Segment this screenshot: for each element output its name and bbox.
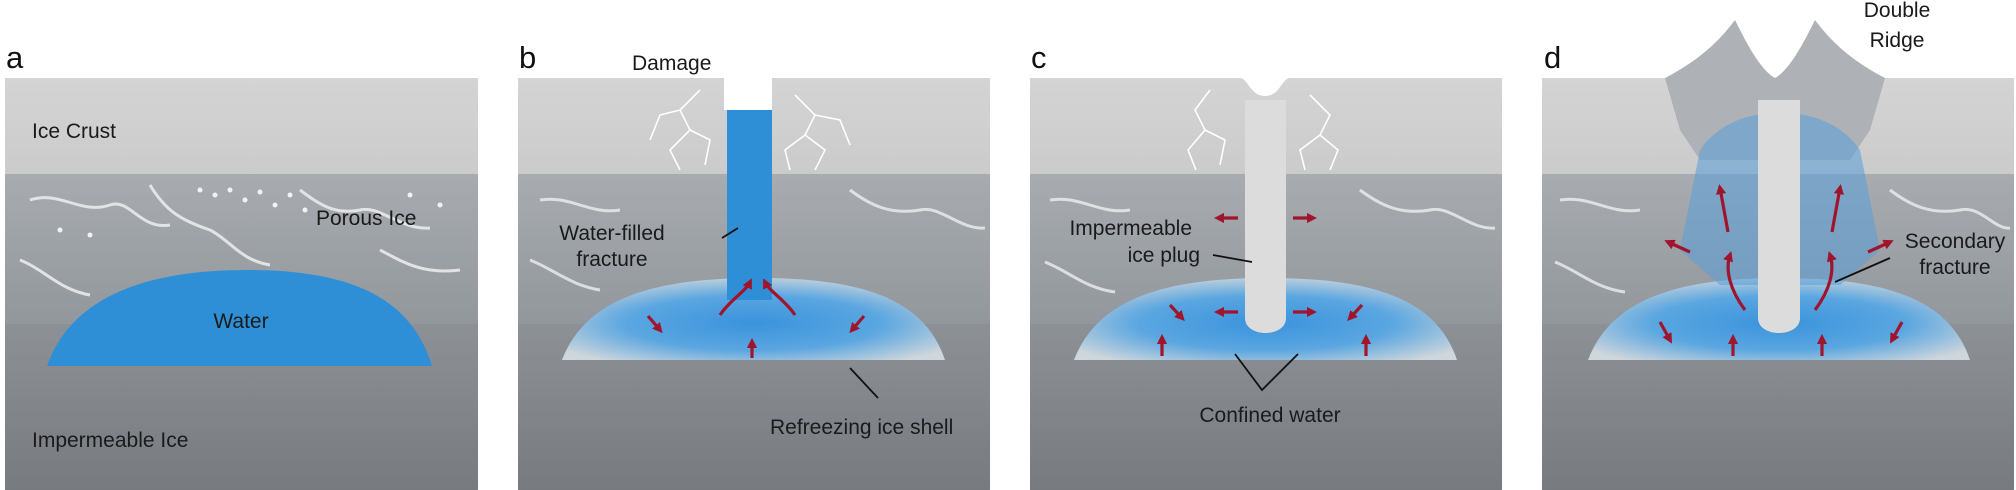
label-secondary-2: fracture bbox=[1919, 256, 1990, 279]
label-porous-ice: Porous Ice bbox=[316, 207, 416, 230]
label-water: Water bbox=[213, 310, 268, 333]
panel-d: d Double Ridge Second bbox=[1542, 0, 2014, 490]
label-confined: Confined water bbox=[1199, 404, 1340, 427]
label-fracture-2: fracture bbox=[576, 248, 647, 271]
leader-fracture bbox=[721, 227, 739, 239]
label-impermeable-ice: Impermeable Ice bbox=[32, 429, 188, 452]
leader-plug bbox=[1212, 254, 1253, 263]
porous-dots-a bbox=[57, 187, 443, 238]
flow-arrows-c bbox=[1156, 212, 1372, 356]
damage-cracks-b bbox=[649, 89, 851, 171]
ice-crust-layer bbox=[5, 78, 478, 174]
porous-cracks-a bbox=[19, 184, 461, 297]
panel-d-letter: d bbox=[1544, 40, 1561, 75]
panel-c: c Impermea bbox=[1030, 40, 1502, 490]
label-ice-crust: Ice Crust bbox=[32, 120, 116, 143]
water-filled-fracture bbox=[727, 110, 772, 300]
water-lens-b bbox=[562, 278, 945, 360]
porous-cracks-c bbox=[1044, 188, 1496, 294]
porous-cracks-d bbox=[1554, 188, 2011, 294]
label-plug-2: ice plug bbox=[1128, 244, 1200, 267]
leader-secondary bbox=[1834, 257, 1891, 283]
leader-confined bbox=[1234, 353, 1299, 392]
label-refreezing: Refreezing ice shell bbox=[770, 416, 953, 439]
flow-arrows-d bbox=[1658, 183, 1904, 356]
label-ridge-1: Double bbox=[1864, 0, 1931, 22]
label-damage: Damage bbox=[632, 52, 711, 75]
ice-plug-d bbox=[1758, 100, 1800, 333]
label-fracture-1: Water-filled bbox=[559, 222, 664, 245]
label-secondary-1: Secondary bbox=[1905, 230, 2006, 253]
label-plug-1: Impermeable bbox=[1069, 217, 1192, 240]
panel-a: a Ice Crust Porous Ice Water Impermeable… bbox=[5, 40, 478, 490]
label-ridge-2: Ridge bbox=[1870, 29, 1925, 52]
water-lens-a bbox=[47, 270, 432, 366]
leader-refreezing bbox=[849, 367, 879, 399]
panel-b-letter: b bbox=[519, 40, 536, 75]
panel-b: b Damage Wate bbox=[518, 40, 990, 490]
porous-cracks-b bbox=[529, 188, 986, 292]
panel-a-letter: a bbox=[6, 40, 24, 75]
flow-arrows-b bbox=[646, 278, 866, 358]
damage-cracks-c bbox=[1187, 89, 1339, 171]
ice-plug bbox=[1245, 100, 1286, 333]
panel-c-letter: c bbox=[1031, 40, 1047, 75]
